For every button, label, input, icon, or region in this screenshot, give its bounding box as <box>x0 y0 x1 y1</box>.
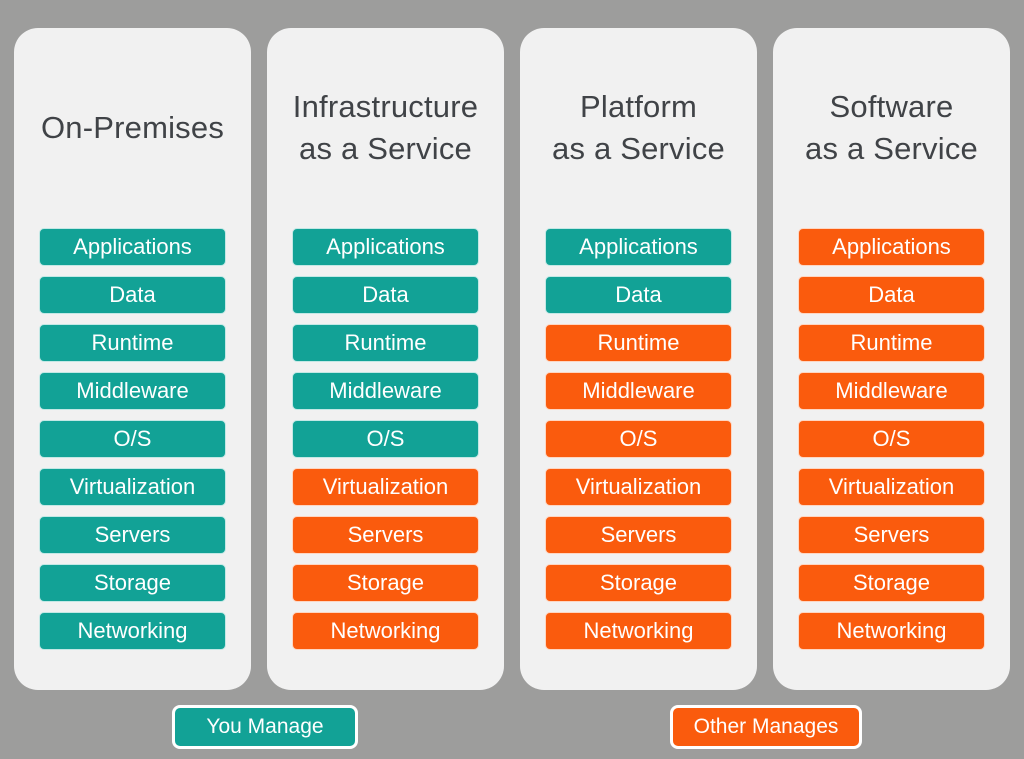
layer-servers: Servers <box>545 516 732 554</box>
layer-o-s: O/S <box>39 420 226 458</box>
layer-o-s: O/S <box>798 420 985 458</box>
layer-data: Data <box>39 276 226 314</box>
layer-middleware: Middleware <box>39 372 226 410</box>
layer-middleware: Middleware <box>292 372 479 410</box>
layer-servers: Servers <box>292 516 479 554</box>
layer-applications: Applications <box>545 228 732 266</box>
layer-o-s: O/S <box>545 420 732 458</box>
layer-runtime: Runtime <box>39 324 226 362</box>
layer-servers: Servers <box>798 516 985 554</box>
card-title-line: Infrastructure <box>292 89 479 124</box>
legend-other-manages: Other Manages <box>670 705 862 749</box>
layer-o-s: O/S <box>292 420 479 458</box>
layer-data: Data <box>798 276 985 314</box>
layer-networking: Networking <box>292 612 479 650</box>
layer-networking: Networking <box>798 612 985 650</box>
layer-applications: Applications <box>292 228 479 266</box>
layer-data: Data <box>292 276 479 314</box>
layer-runtime: Runtime <box>292 324 479 362</box>
layer-virtualization: Virtualization <box>39 468 226 506</box>
card-title: On-Premises <box>14 28 251 228</box>
layer-storage: Storage <box>798 564 985 602</box>
layer-storage: Storage <box>292 564 479 602</box>
layer-runtime: Runtime <box>798 324 985 362</box>
layer-storage: Storage <box>39 564 226 602</box>
card-title-line: as a Service <box>805 131 978 166</box>
layer-virtualization: Virtualization <box>545 468 732 506</box>
layer-middleware: Middleware <box>545 372 732 410</box>
layer-runtime: Runtime <box>545 324 732 362</box>
card-title-line: Platform <box>579 89 698 124</box>
layer-storage: Storage <box>545 564 732 602</box>
card-title-line: as a Service <box>299 131 472 166</box>
layer-networking: Networking <box>39 612 226 650</box>
layer-virtualization: Virtualization <box>292 468 479 506</box>
card-title-line: On-Premises <box>40 110 225 145</box>
card-title: Infrastructure as a Service <box>267 28 504 228</box>
layer-servers: Servers <box>39 516 226 554</box>
card-title-line: Software <box>829 89 954 124</box>
layer-middleware: Middleware <box>798 372 985 410</box>
layer-data: Data <box>545 276 732 314</box>
card-title: Platform as a Service <box>520 28 757 228</box>
layer-virtualization: Virtualization <box>798 468 985 506</box>
card-title-line: as a Service <box>552 131 725 166</box>
layer-applications: Applications <box>39 228 226 266</box>
layer-applications: Applications <box>798 228 985 266</box>
card-title: Software as a Service <box>773 28 1010 228</box>
layer-networking: Networking <box>545 612 732 650</box>
legend-you-manage: You Manage <box>172 705 358 749</box>
